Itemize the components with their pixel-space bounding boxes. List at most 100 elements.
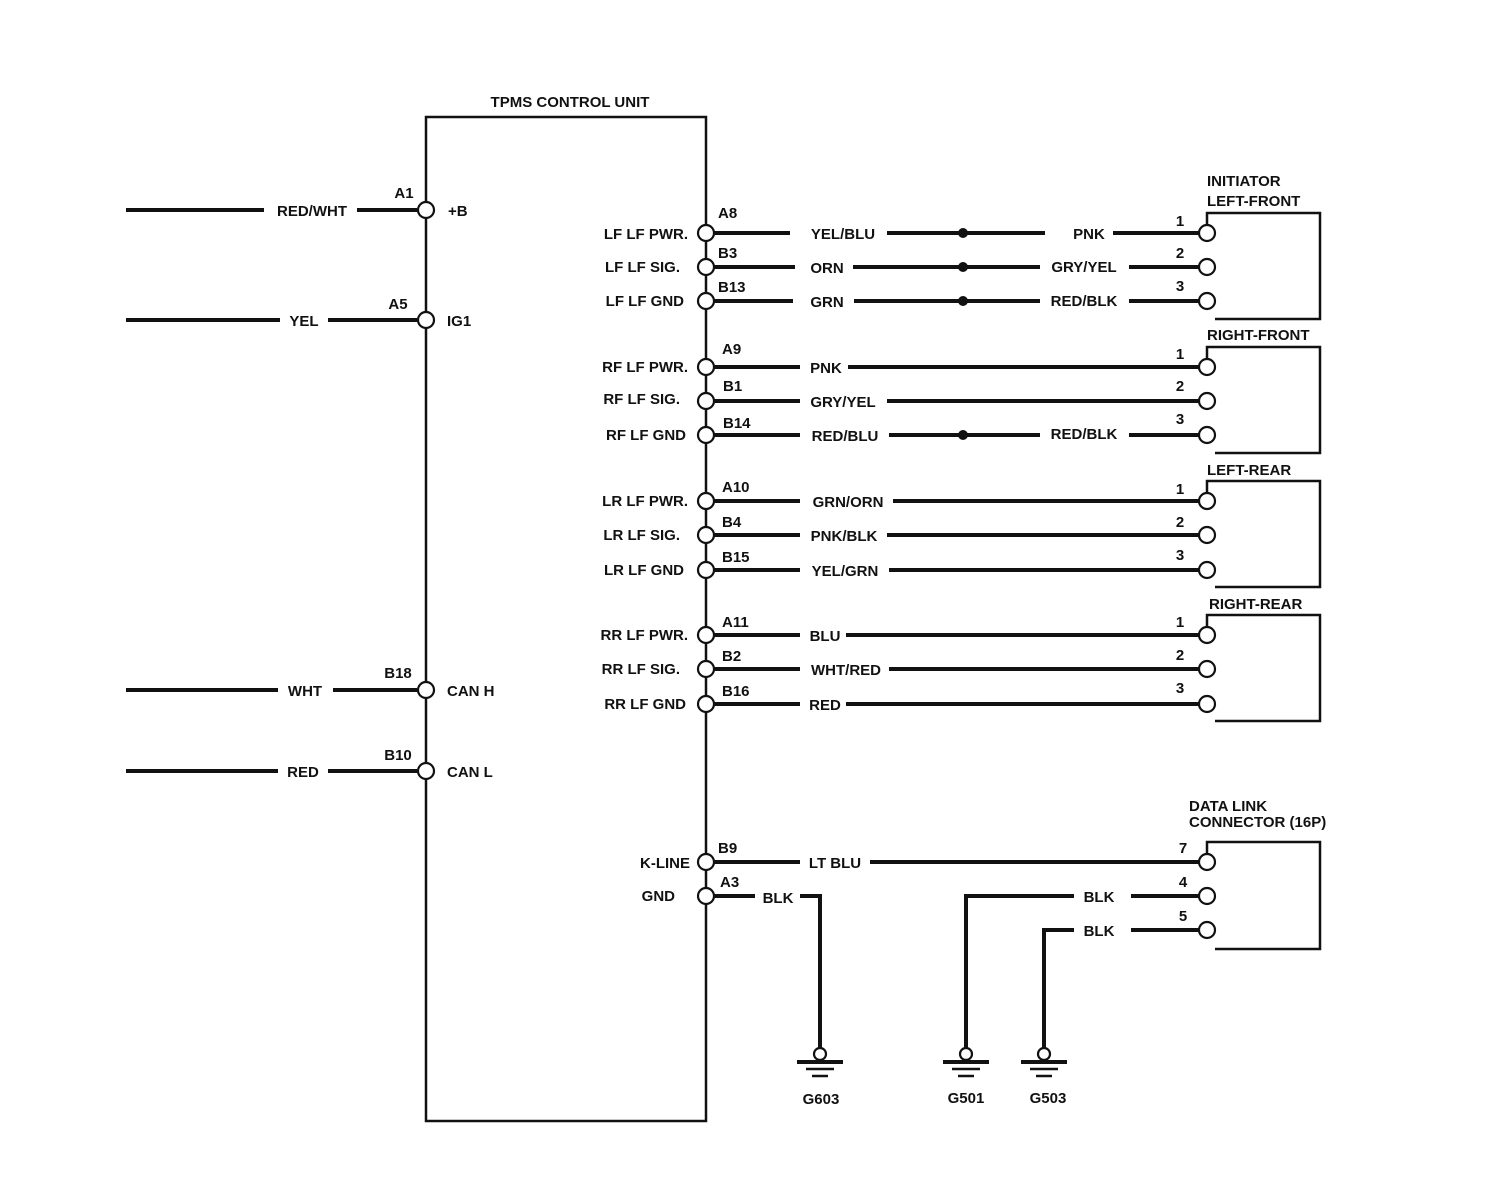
- terminal-pin: [1197, 257, 1217, 277]
- terminal-number: 4: [1179, 874, 1188, 891]
- splice-point: [958, 262, 968, 272]
- terminal-number: 3: [1176, 547, 1184, 564]
- pin-number: A1: [394, 185, 413, 202]
- circuit-function: LR LF GND: [604, 562, 684, 579]
- terminal-number: 3: [1176, 411, 1184, 428]
- pin-number: B4: [722, 514, 742, 531]
- terminal-pin: [1197, 291, 1217, 311]
- wire-color-label: PNK: [810, 360, 842, 377]
- pin-terminal: [696, 525, 716, 545]
- wire-color-label: GRN/ORN: [813, 494, 884, 511]
- pin-terminal: [416, 200, 436, 220]
- pin-number: B1: [723, 378, 742, 395]
- wire-color-label: BLK: [1084, 923, 1115, 940]
- pin-number: B16: [722, 683, 750, 700]
- circuit-k-line: K-LINE B9 LT BLU 7: [640, 840, 1217, 872]
- pin-number: B10: [384, 747, 412, 764]
- pin-terminal: [696, 852, 716, 872]
- pin-terminal: [696, 357, 716, 377]
- circuit-dlc-pin4: 4 BLK G501: [943, 874, 1217, 1107]
- ground-terminal: [812, 1046, 828, 1062]
- splice-wire-label: RED/BLK: [1051, 426, 1118, 443]
- input-circuit-a5: YEL A5 IG1: [126, 296, 471, 330]
- pin-number: A9: [722, 341, 741, 358]
- circuit-lf-sig: LF LF SIG. B3 ORN GRY/YEL 2: [605, 245, 1217, 277]
- terminal-pin: [1197, 852, 1217, 872]
- circuit-function: LF LF PWR.: [604, 226, 688, 243]
- terminal-pin: [1197, 625, 1217, 645]
- terminal-pin: [1197, 391, 1217, 411]
- terminal-pin: [1197, 357, 1217, 377]
- pin-terminal: [696, 886, 716, 906]
- initiator-right-front: RIGHT-FRONT RF LF PWR. A9 PNK 1 RF LF SI…: [602, 327, 1322, 455]
- terminal-number: 3: [1176, 278, 1184, 295]
- circuit-function: LR LF PWR.: [602, 493, 688, 510]
- pin-number: A8: [718, 205, 737, 222]
- pin-number: A3: [720, 874, 739, 891]
- pin-terminal: [416, 310, 436, 330]
- splice-point: [958, 228, 968, 238]
- wire-color-label: WHT/RED: [811, 662, 881, 679]
- terminal-number: 5: [1179, 908, 1187, 925]
- pin-number: B13: [718, 279, 746, 296]
- connector-outline: [1205, 613, 1322, 723]
- circuit-dlc-pin5: 5 BLK G503: [1021, 908, 1217, 1107]
- terminal-number: 3: [1176, 680, 1184, 697]
- pin-number: B3: [718, 245, 737, 262]
- circuit-function: RR LF GND: [604, 696, 686, 713]
- terminal-number: 7: [1179, 840, 1187, 857]
- pin-terminal: [696, 291, 716, 311]
- connector-outline: [1205, 479, 1322, 589]
- terminal-number: 1: [1176, 614, 1184, 631]
- pin-terminal: [696, 223, 716, 243]
- initiator-label: RIGHT-REAR: [1209, 596, 1303, 613]
- circuit-rr-sig: RR LF SIG. B2 WHT/RED 2: [602, 647, 1217, 679]
- splice-wire-label: GRY/YEL: [1051, 259, 1116, 276]
- circuit-rr-gnd: RR LF GND B16 RED 3: [604, 680, 1217, 714]
- wire-color-label: YEL: [289, 313, 318, 330]
- control-unit-title: TPMS CONTROL UNIT: [491, 94, 650, 111]
- terminal-pin: [1197, 223, 1217, 243]
- wire-color-label: BLK: [1084, 889, 1115, 906]
- connector-outline: [1205, 345, 1322, 455]
- wire-color-label: GRY/YEL: [810, 394, 875, 411]
- ground-terminal: [958, 1046, 974, 1062]
- wire-color-label: PNK/BLK: [811, 528, 878, 545]
- pin-number: A11: [722, 614, 749, 631]
- data-link-connector: DATA LINK CONNECTOR (16P) K-LINE B9 LT B…: [640, 798, 1326, 1108]
- splice-point: [958, 296, 968, 306]
- input-circuit-a1: RED/WHT A1 +B: [126, 185, 468, 220]
- terminal-pin: [1197, 659, 1217, 679]
- pin-terminal: [416, 680, 436, 700]
- pin-terminal: [696, 491, 716, 511]
- initiator-label: RIGHT-FRONT: [1207, 327, 1310, 344]
- terminal-pin: [1197, 920, 1217, 940]
- circuit-function: K-LINE: [640, 855, 690, 872]
- pin-terminal: [696, 257, 716, 277]
- circuit-lr-gnd: LR LF GND B15 YEL/GRN 3: [604, 547, 1217, 580]
- wire-color-label: RED: [809, 697, 841, 714]
- pin-terminal: [696, 659, 716, 679]
- wire-color-label: BLU: [810, 628, 841, 645]
- input-circuit-b18: WHT B18 CAN H: [126, 665, 495, 700]
- connector-outline: [1205, 211, 1322, 321]
- wire-color-label: GRN: [810, 294, 843, 311]
- circuit-function: LR LF SIG.: [603, 527, 680, 544]
- circuit-rf-gnd: RF LF GND B14 RED/BLU RED/BLK 3: [606, 411, 1217, 445]
- circuit-function: RF LF PWR.: [602, 359, 688, 376]
- circuit-function: LF LF SIG.: [605, 259, 680, 276]
- pin-function: +B: [448, 203, 468, 220]
- wire-color-label: RED/BLU: [812, 428, 879, 445]
- terminal-number: 1: [1176, 213, 1184, 230]
- terminal-number: 2: [1176, 647, 1184, 664]
- terminal-pin: [1197, 560, 1217, 580]
- circuit-rf-sig: RF LF SIG. B1 GRY/YEL 2: [603, 378, 1217, 411]
- terminal-pin: [1197, 694, 1217, 714]
- dlc-label: DATA LINK: [1189, 798, 1267, 815]
- wire-color-label: LT BLU: [809, 855, 861, 872]
- pin-terminal: [696, 391, 716, 411]
- ground-label: G603: [803, 1091, 840, 1108]
- circuit-lf-pwr: LF LF PWR. A8 YEL/BLU PNK 1: [604, 205, 1217, 243]
- circuit-gnd-a3: GND A3 BLK G603: [642, 874, 843, 1108]
- initiator-left-rear: LEFT-REAR LR LF PWR. A10 GRN/ORN 1 LR LF…: [602, 462, 1322, 589]
